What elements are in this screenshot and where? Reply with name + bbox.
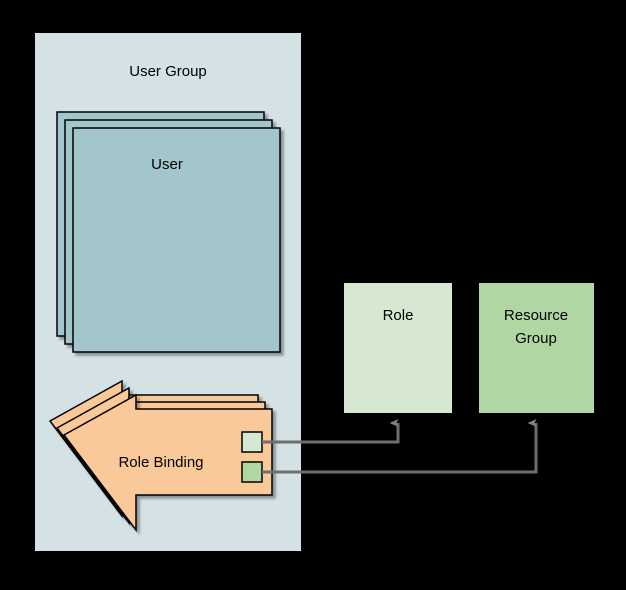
user-card-front[interactable]	[72, 127, 281, 353]
role-label: Role	[383, 307, 414, 324]
user-stack-node[interactable]: User	[56, 111, 281, 353]
role-binding-ports	[241, 431, 263, 483]
connector-role-binding-to-role[interactable]	[262, 419, 400, 444]
resource-group-label-line2: Group	[515, 330, 557, 347]
connectors	[262, 419, 538, 474]
role-binding-node[interactable]: Role Binding	[48, 379, 273, 533]
resource-group-port[interactable]	[241, 461, 263, 483]
role-binding-label: Role Binding	[118, 454, 203, 471]
role-binding-arrow-front[interactable]	[62, 393, 273, 533]
role-node[interactable]: Role	[344, 283, 452, 413]
resource-group-box[interactable]	[479, 283, 594, 413]
resource-group-label-line1: Resource	[504, 307, 568, 324]
user-label: User	[151, 156, 183, 173]
connector-role-binding-to-resource-group[interactable]	[262, 419, 538, 474]
user-group-label: User Group	[129, 63, 207, 80]
role-box[interactable]	[344, 283, 452, 413]
resource-group-node[interactable]: Resource Group	[479, 283, 594, 413]
role-port[interactable]	[241, 431, 263, 453]
